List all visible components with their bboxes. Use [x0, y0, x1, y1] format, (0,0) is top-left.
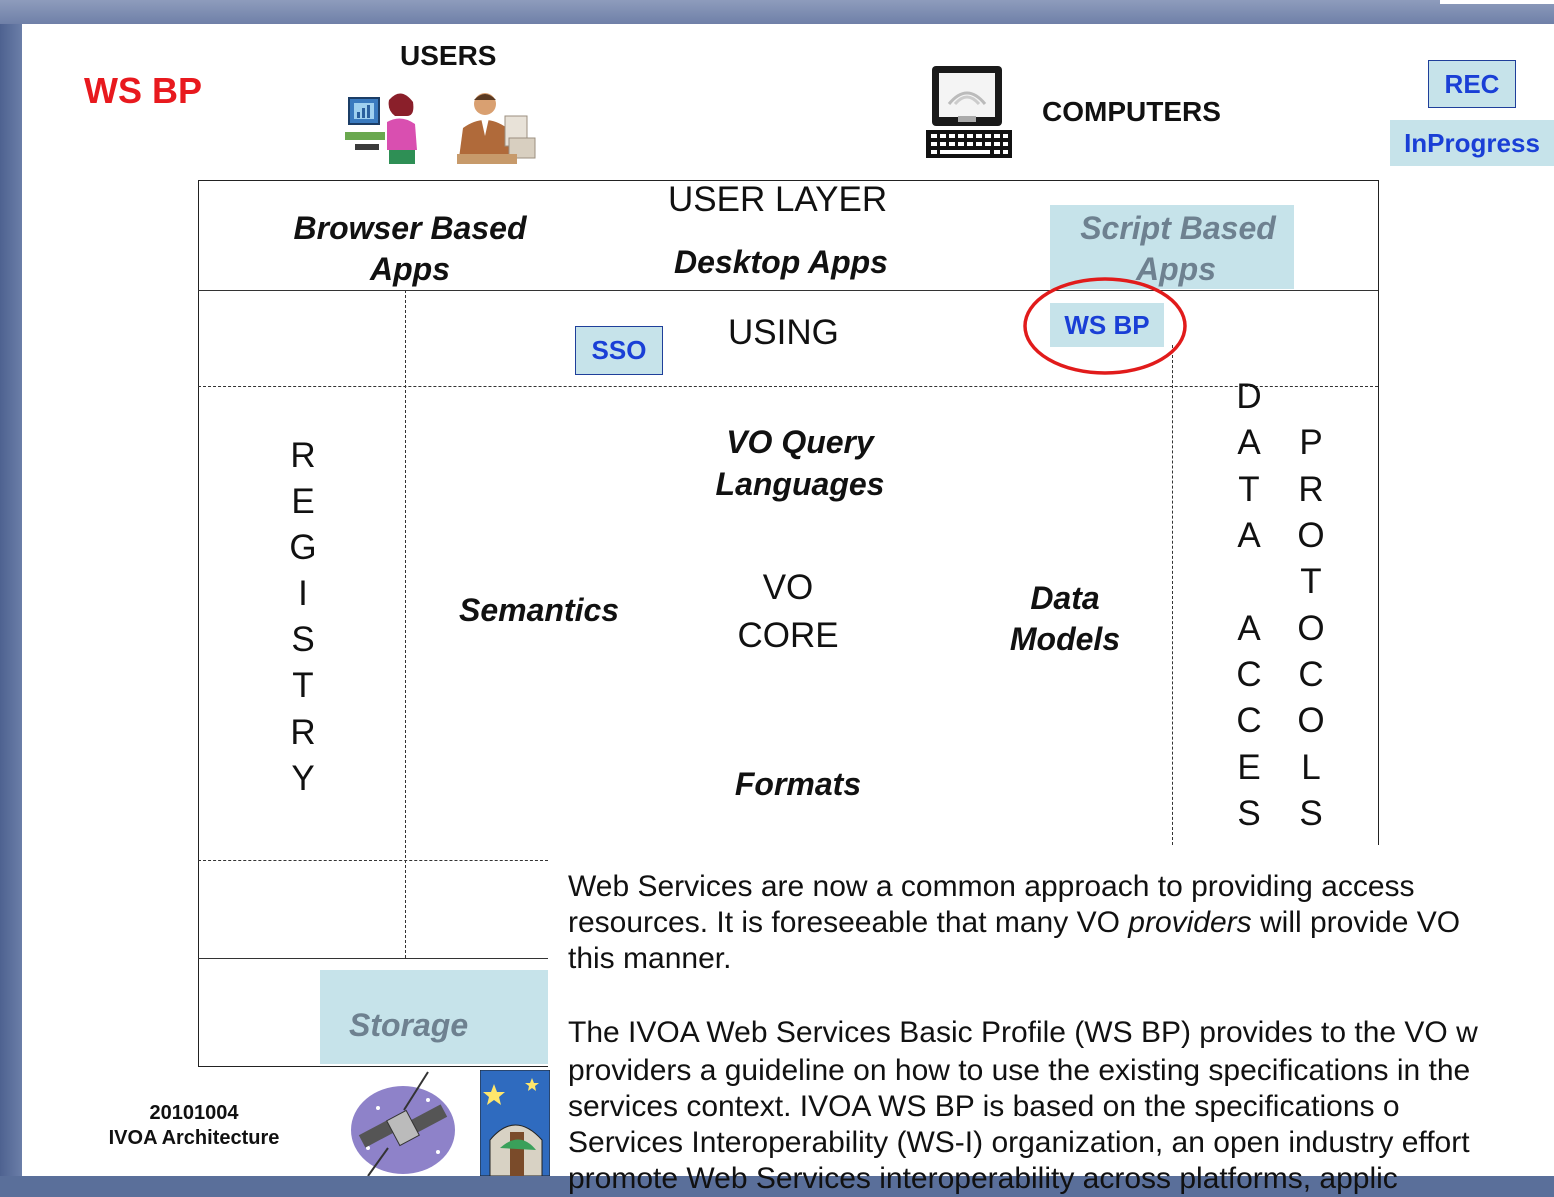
users-label: USERS [400, 40, 497, 71]
legend-rec: REC [1428, 60, 1516, 108]
data-access-letter: A [1237, 423, 1261, 462]
footer-org: IVOA Architecture [108, 1127, 280, 1149]
protocols-letter: O [1297, 701, 1325, 740]
description-line: The IVOA Web Services Basic Profile (WS … [568, 1016, 1478, 1049]
description-line: Services Interoperability (WS-I) organiz… [568, 1126, 1470, 1159]
description-line: services context. IVOA WS BP is based on… [568, 1090, 1400, 1123]
registry-letter: I [298, 574, 308, 613]
registry-letter: G [289, 528, 317, 567]
vo-query-label: VO Query [726, 424, 874, 460]
computers-label: COMPUTERS [1042, 96, 1221, 127]
protocols-letter: S [1299, 794, 1323, 833]
description-line: this manner. [568, 942, 732, 975]
languages-label: Languages [715, 466, 885, 502]
satellite-icon [351, 1071, 455, 1176]
user-layer-title: USER LAYER [668, 180, 888, 219]
description-line: resources. It is foreseeable that many V… [568, 906, 1461, 939]
registry-letter: Y [291, 759, 315, 798]
footer-date: 20101004 [149, 1102, 239, 1124]
data-access-letter: C [1236, 655, 1262, 694]
registry-divider [405, 290, 406, 958]
data-access-letter: T [1238, 470, 1260, 509]
desktop-apps-label: Desktop Apps [674, 244, 888, 280]
script-apps-label: Apps [1136, 251, 1216, 287]
description-line: Web Services are now a common approach t… [568, 870, 1415, 903]
data-access-letter: S [1237, 794, 1261, 833]
browser-apps-label: Apps [370, 251, 450, 287]
user-at-computer-icon [345, 93, 417, 164]
data-access-letter: C [1236, 701, 1262, 740]
protocols-letter: O [1297, 609, 1325, 648]
protocols-letter: L [1301, 748, 1321, 787]
data-label: Data [1030, 580, 1100, 616]
protocols-letter: O [1297, 516, 1325, 555]
data-access-letter: A [1237, 609, 1261, 648]
observatory-icon [480, 1070, 550, 1176]
script-based-box [1050, 205, 1294, 289]
registry-letter: E [291, 482, 315, 521]
legend-in-progress: InProgress [1390, 120, 1554, 166]
description-panel [548, 845, 1554, 1176]
using-divider [198, 386, 1378, 387]
slide-left-border [0, 24, 22, 1176]
semantics-label: Semantics [459, 592, 620, 628]
description-line: promote Web Services interoperability ac… [568, 1162, 1398, 1195]
computer-terminal-icon [926, 66, 1012, 158]
models-label: Models [1009, 621, 1121, 657]
vo-label: VO [762, 568, 814, 607]
registry-letter: T [292, 666, 314, 705]
script-based-label: Script Based [1080, 210, 1276, 246]
protocols-letter: C [1298, 655, 1324, 694]
protocols-letter: T [1300, 562, 1322, 601]
registry-letter: R [290, 713, 316, 752]
slide-title: WS BP [84, 70, 203, 111]
protocols-letter: R [1298, 470, 1324, 509]
storage-label: Storage [349, 1007, 469, 1043]
core-bottom-divider [198, 860, 548, 861]
formats-label: Formats [734, 766, 862, 802]
using-label: USING [728, 313, 839, 352]
core-label: CORE [737, 616, 839, 655]
top-edge-highlight [1440, 0, 1554, 4]
registry-letter: S [291, 620, 315, 659]
window-top-border [0, 0, 1554, 24]
data-access-letter: A [1237, 516, 1261, 555]
user-layer-divider [198, 290, 1378, 291]
highlight-circle [1023, 277, 1187, 375]
ws-bp-tag: WS BP [1050, 303, 1164, 347]
data-access-divider [1172, 345, 1173, 845]
protocols-letter: P [1299, 423, 1323, 462]
description-line: providers a guideline on how to use the … [568, 1054, 1471, 1087]
storage-box [320, 970, 550, 1064]
businessman-icon [457, 93, 536, 164]
storage-divider [198, 958, 548, 959]
data-access-letter: E [1237, 748, 1261, 787]
data-access-letter: D [1236, 377, 1262, 416]
browser-based-label: Browser Based [293, 210, 527, 246]
registry-letter: R [290, 436, 316, 475]
sso-tag: SSO [575, 326, 663, 375]
